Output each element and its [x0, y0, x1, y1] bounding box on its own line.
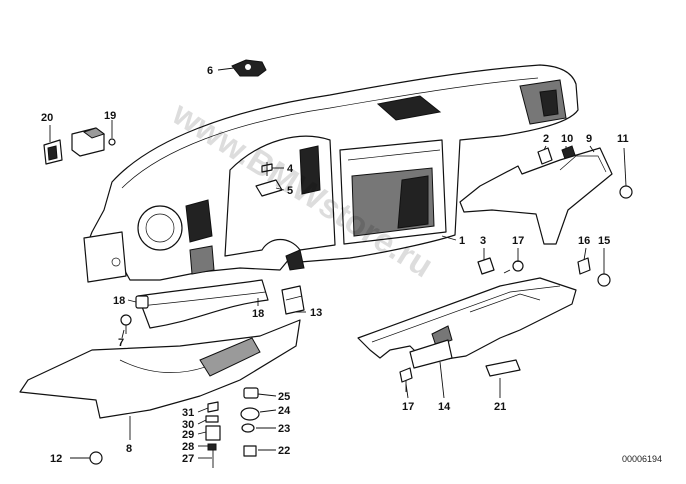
part-16-nut [577, 257, 591, 275]
callout-10: 10 [561, 133, 573, 145]
callout-21: 20 [41, 112, 53, 124]
callout-11: 11 [617, 133, 629, 145]
callout-22: 21 [494, 401, 506, 413]
part-21-switch-block [43, 139, 63, 165]
callout-labels: 6 20 19 4 5 1 2 10 9 11 3 17 16 15 17 14… [41, 65, 629, 465]
part-14-tray [357, 277, 577, 369]
callout-9: 9 [586, 133, 592, 145]
callout-3: 3 [480, 235, 486, 247]
part-17-screw-upper [503, 260, 524, 274]
document-id: 00006194 [622, 454, 662, 464]
callout-2: 2 [543, 133, 549, 145]
callout-7: 7 [118, 337, 124, 349]
callout-30: 30 [182, 419, 194, 431]
callout-16: 16 [578, 235, 590, 247]
part-2-bulb [537, 147, 553, 165]
callout-29: 29 [182, 429, 194, 441]
part-6-clip [231, 59, 267, 77]
callout-13: 13 [310, 307, 322, 319]
callout-1: 1 [459, 235, 465, 247]
callout-17-upper: 17 [512, 235, 524, 247]
callout-24: 23 [278, 423, 290, 435]
callout-15: 15 [598, 235, 610, 247]
part-9-side-panel [459, 147, 613, 245]
callout-8: 8 [126, 443, 132, 455]
part-11-cap [619, 185, 633, 199]
callout-6: 6 [207, 65, 213, 77]
callout-25: 24 [278, 405, 291, 417]
part-20-cover [71, 127, 116, 157]
callout-20: 19 [104, 110, 116, 122]
leader-lines [49, 67, 627, 459]
callout-5: 5 [287, 185, 293, 197]
part-12-screw [70, 451, 103, 465]
part-5-bracket [255, 179, 283, 197]
callout-18: 18 [252, 308, 264, 320]
callout-27: 27 [182, 453, 194, 465]
part-7-screw [120, 314, 132, 334]
dashboard-panel [83, 64, 579, 283]
part-22-pad [485, 359, 521, 377]
callout-14: 14 [438, 401, 451, 413]
hardware-stack [205, 387, 260, 468]
part-4-screw [261, 162, 273, 176]
callout-4: 4 [287, 163, 294, 175]
part-8-lower-cover [19, 319, 301, 419]
part-15-cap [597, 273, 611, 287]
callout-26: 25 [278, 391, 290, 403]
callout-19: 18 [113, 295, 125, 307]
callout-28: 28 [182, 441, 194, 453]
callout-23: 22 [278, 445, 290, 457]
part-19-grommet [135, 295, 149, 309]
part-3-clip [477, 257, 495, 275]
callout-31: 31 [182, 407, 194, 419]
part-13-bracket [281, 285, 305, 315]
callout-17-lower: 17 [402, 401, 414, 413]
part-17-screw-lower [399, 367, 413, 392]
callout-12: 12 [50, 453, 62, 465]
part-18-trim-strip [137, 279, 269, 329]
